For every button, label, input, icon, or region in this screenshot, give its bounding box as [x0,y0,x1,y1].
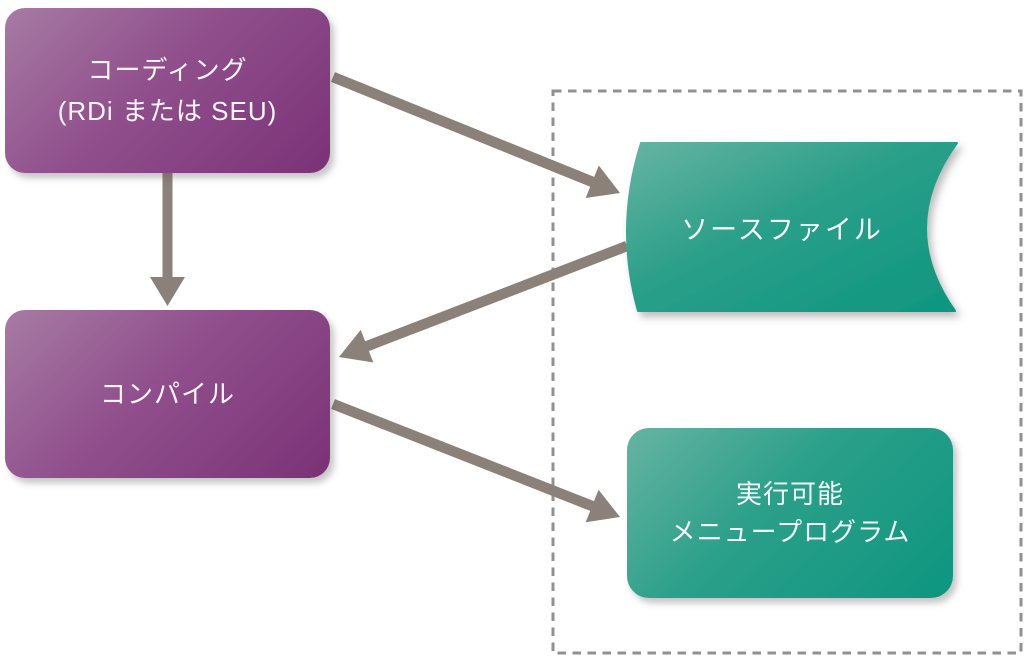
arrow-coding-to-source-file [331,72,620,198]
node-coding-label-line2: (RDi または SEU) [57,95,278,126]
node-executable: 実行可能 メニュープログラム [627,428,953,598]
arrow-compile-to-executable [331,399,620,523]
node-executable-label-line2: メニュープログラム [669,517,911,547]
node-compile-label: コンパイル [99,378,235,409]
node-coding: コーディング (RDi または SEU) [5,8,330,173]
node-executable-label-line1: 実行可能 [735,479,844,509]
arrow-source-file-to-compile [339,241,629,363]
node-compile: コンパイル [5,310,330,478]
arrow-coding-to-compile [150,173,185,306]
node-coding-label-line1: コーディング [87,54,248,85]
source-file-shape [626,142,958,312]
system-boundary-dashed-border [551,89,1023,655]
